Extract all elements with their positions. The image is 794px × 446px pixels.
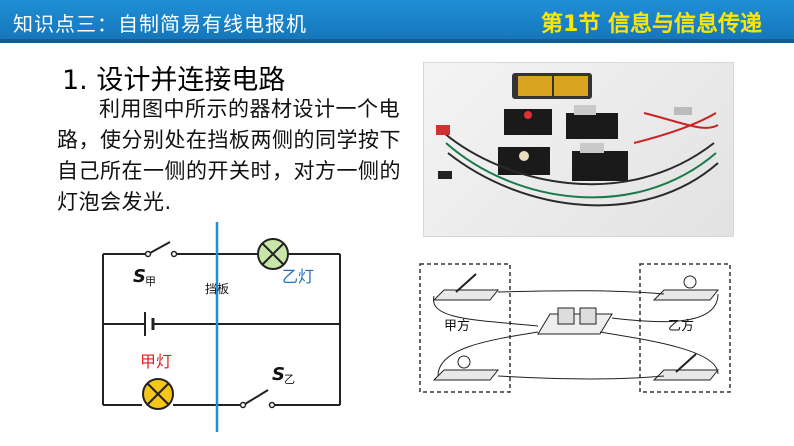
equipment-photo [423,62,734,237]
switch-yi-contact [268,401,276,409]
switch-yi-label: S [272,364,285,385]
wire [611,293,719,323]
wire-red [643,112,719,129]
right-side-label: 乙方 [668,318,694,334]
barrier-label: 挡板 [205,282,229,296]
switch-jia-label: S [133,266,146,287]
battery-cell [579,307,597,325]
terminal [524,111,532,119]
bulb [519,151,529,161]
left-lamp-base [432,369,500,381]
wire [497,290,665,295]
switch-jia-sub: 甲 [145,275,156,288]
header-bar: 知识点三：自制简易有线电报机 第1节 信息与信息传递 [0,0,794,43]
switch-yi-blade [244,389,269,405]
wire [599,331,719,375]
switch-yi-contact [239,401,247,409]
instruction-paragraph: 利用图中所示的器材设计一个电路，使分别处在挡板两侧的同学按下自己所在一侧的开关时… [57,97,401,214]
lamp-box-2 [572,151,628,181]
switch-box-2 [566,113,618,139]
battery-2 [554,76,588,96]
clip [438,171,452,179]
wire [497,375,665,380]
clip [436,125,450,135]
wire-green [445,142,717,199]
wire-black [443,132,715,186]
battery-holder [537,313,613,335]
lamp-jia-cross [146,382,170,406]
lamp-jia-label: 甲灯 [140,352,172,371]
left-side-box [419,263,511,393]
wire-red [633,112,717,144]
switch-yi-sub: 乙 [284,373,295,386]
right-lamp-base [652,289,720,301]
switch-lever [574,105,596,115]
header-underline [0,39,794,43]
content-heading: 1. 设计并连接电路 [62,65,286,96]
wire-black [447,152,719,207]
left-switch-base [432,289,500,301]
left-switch-lever [455,273,477,293]
topic-title: 知识点三：自制简易有线电报机 [13,12,307,36]
wiring-sketch: 甲方 乙方 [419,263,731,393]
left-side-label: 甲方 [444,318,470,334]
switch-jia-contact [170,250,178,258]
lamp-yi-cross [261,242,285,266]
clip [674,107,692,115]
section-title: 第1节 信息与信息传递 [541,12,762,37]
switch-jia-blade [149,241,171,254]
switch-jia-contact [144,250,152,258]
battery-1 [518,76,552,96]
battery-cell [557,307,575,325]
right-switch-lever [675,353,697,373]
wire [433,295,539,327]
equipment-photo-drawing [436,73,719,207]
circuit-diagram: S 甲 挡板 乙灯 甲灯 S 乙 [102,222,341,432]
lamp-yi-label: 乙灯 [282,267,314,286]
switch-lever [580,143,604,153]
wire [437,331,539,377]
right-side-box [639,263,731,393]
right-lamp-bulb [683,275,697,289]
left-lamp-bulb [457,355,471,369]
right-switch-base [652,369,720,381]
